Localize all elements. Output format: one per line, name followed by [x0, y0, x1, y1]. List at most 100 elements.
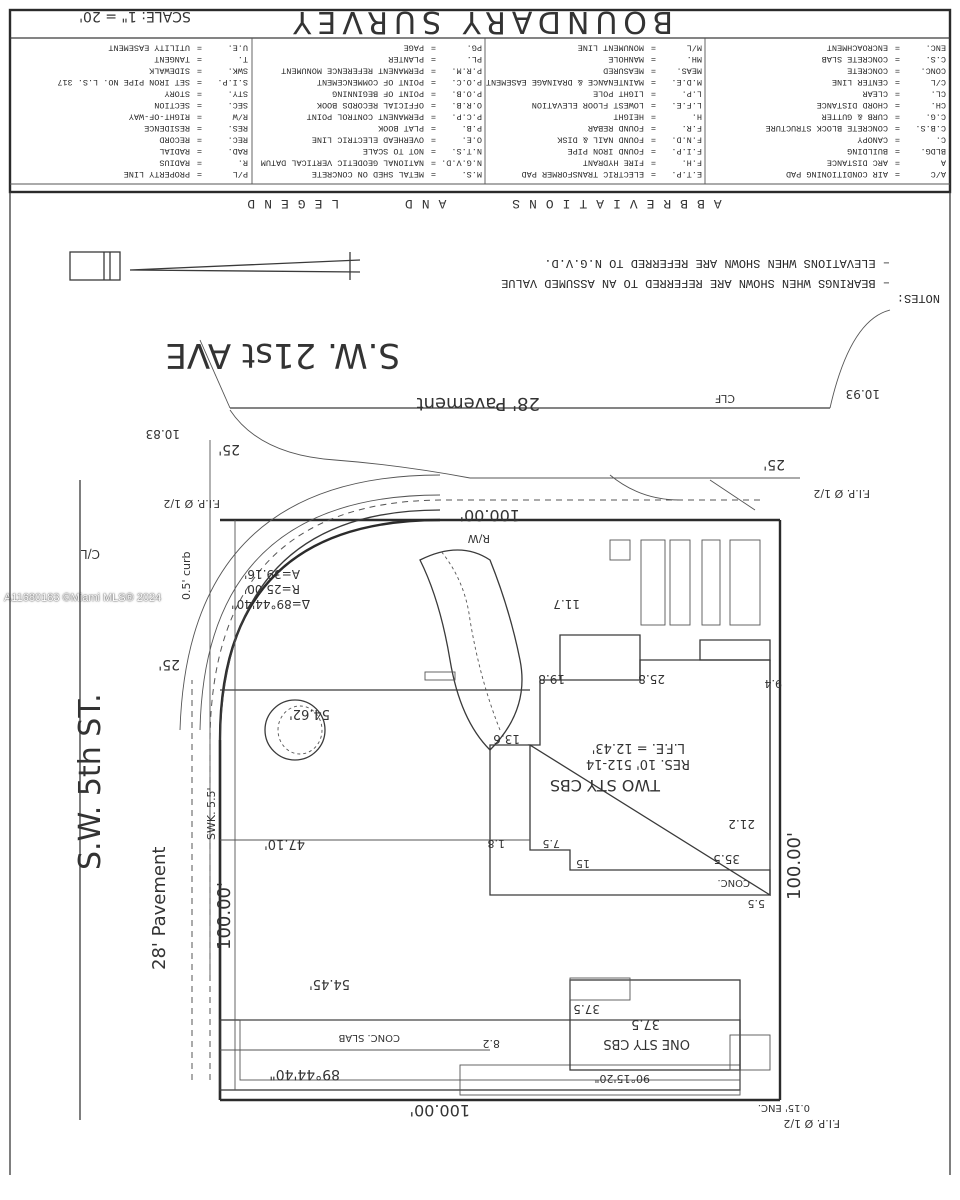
- abbreviation-code: ENC.: [926, 43, 946, 53]
- main-house-label: TWO STY CBS: [550, 776, 661, 795]
- conc-label: CONC.: [718, 877, 751, 888]
- curve-delta: Δ=89°44'40": [231, 597, 310, 611]
- abbreviation-code: N.G.V.D.: [441, 158, 482, 168]
- dim-5-5: 5.5: [748, 897, 766, 910]
- abbreviation-meaning: RIGHT-OF-WAY: [129, 112, 190, 122]
- dim-left-100: 100.00': [214, 882, 235, 950]
- dim-35-5: 35.5: [713, 852, 740, 866]
- abbreviation-meaning: PLAT BOOK: [377, 123, 424, 133]
- abbreviation-code: RAD.: [228, 146, 248, 156]
- abbreviation-meaning: MONUMENT LINE: [578, 43, 644, 53]
- dim-8-2: 8.2: [483, 1037, 501, 1050]
- abbreviation-code: N.T.S.: [451, 146, 482, 156]
- abbreviation-code: F.R.: [682, 123, 702, 133]
- abbreviation-meaning: OFFICIAL RECORDS BOOK: [316, 100, 424, 110]
- clf-label: CLF: [715, 392, 735, 405]
- abbreviation-code: R/W: [232, 112, 248, 122]
- abbreviation-meaning: TANGENT: [154, 54, 190, 64]
- dim-10-93: 10.93: [846, 387, 880, 401]
- abbreviation-equals: =: [895, 135, 900, 145]
- dim-25-8: 25.8: [638, 672, 665, 686]
- dim-37-5: 37.5: [573, 1002, 600, 1016]
- abbreviation-code: MH.: [687, 54, 702, 64]
- abbreviation-code: O.E.: [462, 135, 482, 145]
- abbreviation-code: STY.: [228, 89, 248, 99]
- abbreviation-meaning: CONCRETE: [847, 66, 888, 76]
- abbreviation-equals: =: [197, 158, 202, 168]
- abbreviation-equals: =: [197, 66, 202, 76]
- abbreviation-meaning: PROPERTY LINE: [124, 169, 190, 179]
- abbreviation-code: U.E.: [228, 43, 248, 53]
- main-house-res: RES. 10' 512-14: [586, 756, 690, 771]
- abbreviation-equals: =: [197, 89, 202, 99]
- abbreviation-code: C/L: [931, 77, 946, 87]
- abbreviation-equals: =: [651, 43, 656, 53]
- abbreviation-code: R.: [238, 158, 248, 168]
- abbreviation-code: A/C: [931, 169, 946, 179]
- abbreviation-meaning: RADIAL: [159, 146, 190, 156]
- abbreviation-meaning: FOUND NAIL & DISK: [556, 135, 644, 145]
- abbreviation-equals: =: [895, 100, 900, 110]
- abbreviation-code: PL.: [467, 54, 482, 64]
- abbreviation-code: O.R.B.: [451, 100, 482, 110]
- enc-label: 0.15' ENC.: [758, 1102, 810, 1113]
- abbreviation-meaning: STORY: [164, 89, 190, 99]
- abbreviation-meaning: MANHOLE: [608, 54, 644, 64]
- abbreviation-equals: =: [197, 123, 202, 133]
- abbreviation-meaning: POINT OF COMMENCEMENT: [317, 77, 424, 87]
- abbreviation-equals: =: [431, 169, 436, 179]
- abbreviation-equals: =: [197, 54, 202, 64]
- rear-house: [219, 977, 771, 1096]
- abbreviation-code: L.F.E.: [671, 100, 702, 110]
- abbreviation-meaning: MEASURED: [603, 66, 644, 76]
- abbreviation-meaning: LIGHT POLE: [593, 89, 644, 99]
- abbreviation-equals: =: [431, 112, 436, 122]
- abbreviation-equals: =: [651, 100, 656, 110]
- conc-slab-label: CONC. SLAB: [338, 1032, 400, 1043]
- abbreviation-meaning: FIRE HYDRANT: [583, 158, 644, 168]
- notes-line-1: – BEARINGS WHEN SHOWN ARE REFERRED TO AN…: [501, 276, 890, 290]
- abbreviation-meaning: POINT OF BEGINNING: [332, 89, 424, 99]
- dim-top-100: 100.00': [460, 506, 520, 525]
- abbreviation-meaning: PERMANENT CONTROL POINT: [307, 112, 424, 122]
- abbreviation-meaning: ELECTRIC TRANSFORMER PAD: [522, 169, 644, 179]
- dim-10-83: 10.83: [146, 427, 180, 441]
- bearing-rear: 90°15'20": [594, 1072, 650, 1085]
- abbreviation-meaning: UTILITY EASEMENT: [108, 43, 190, 53]
- dim-1-8: 1.8: [488, 837, 506, 850]
- fip-east: F.I.P. Ø 1/2: [813, 487, 870, 500]
- survey-title: BOUNDARY SURVEY: [287, 4, 673, 39]
- abbreviation-meaning: RECORD: [159, 135, 190, 145]
- legend-heading-left: ABBREVIATIONS: [503, 196, 721, 211]
- abbreviation-meaning: LOWEST FLOOR ELEVATION: [532, 100, 644, 110]
- abbreviation-equals: =: [197, 100, 202, 110]
- dim-25-a: 25': [763, 456, 785, 472]
- right-of-way: [79, 309, 891, 1120]
- fip-north: F.I.P. Ø 1/2: [163, 497, 220, 510]
- abbreviation-equals: =: [895, 158, 900, 168]
- notes-line-2: – ELEVATIONS WHEN SHOWN ARE REFERRED TO …: [544, 256, 890, 270]
- abbreviation-equals: =: [651, 77, 656, 87]
- abbreviation-code: REC.: [228, 135, 248, 145]
- abbreviation-meaning: CONCRETE SLAB: [822, 54, 888, 64]
- dim-54-45: 54.45': [309, 976, 350, 991]
- abbreviation-code: PG.: [467, 43, 482, 53]
- abbreviation-code: SEC.: [228, 100, 248, 110]
- abbreviation-meaning: AIR CONDITIONING PAD: [786, 169, 888, 179]
- dim-19-8: 19.8: [538, 672, 565, 686]
- abbreviation-meaning: PLANTER: [388, 54, 424, 64]
- abbreviation-code: H.: [692, 112, 702, 122]
- abbreviation-meaning: BUILDING: [847, 146, 888, 156]
- abbreviation-meaning: ARC DISTANCE: [827, 158, 888, 168]
- abbreviation-equals: =: [651, 169, 656, 179]
- abbreviation-equals: =: [431, 135, 436, 145]
- abbreviation-code: P.R.M.: [451, 66, 482, 76]
- abbreviation-code: C.B.S.: [915, 123, 946, 133]
- abbreviation-meaning: FOUND IRON PIPE: [567, 146, 644, 156]
- scale-label: SCALE: 1" = 20': [79, 8, 191, 24]
- abbreviation-meaning: PERMANENT REFERENCE MONUMENT: [281, 66, 424, 76]
- abbreviation-code: P.B.: [462, 123, 482, 133]
- abbreviation-equals: =: [431, 158, 436, 168]
